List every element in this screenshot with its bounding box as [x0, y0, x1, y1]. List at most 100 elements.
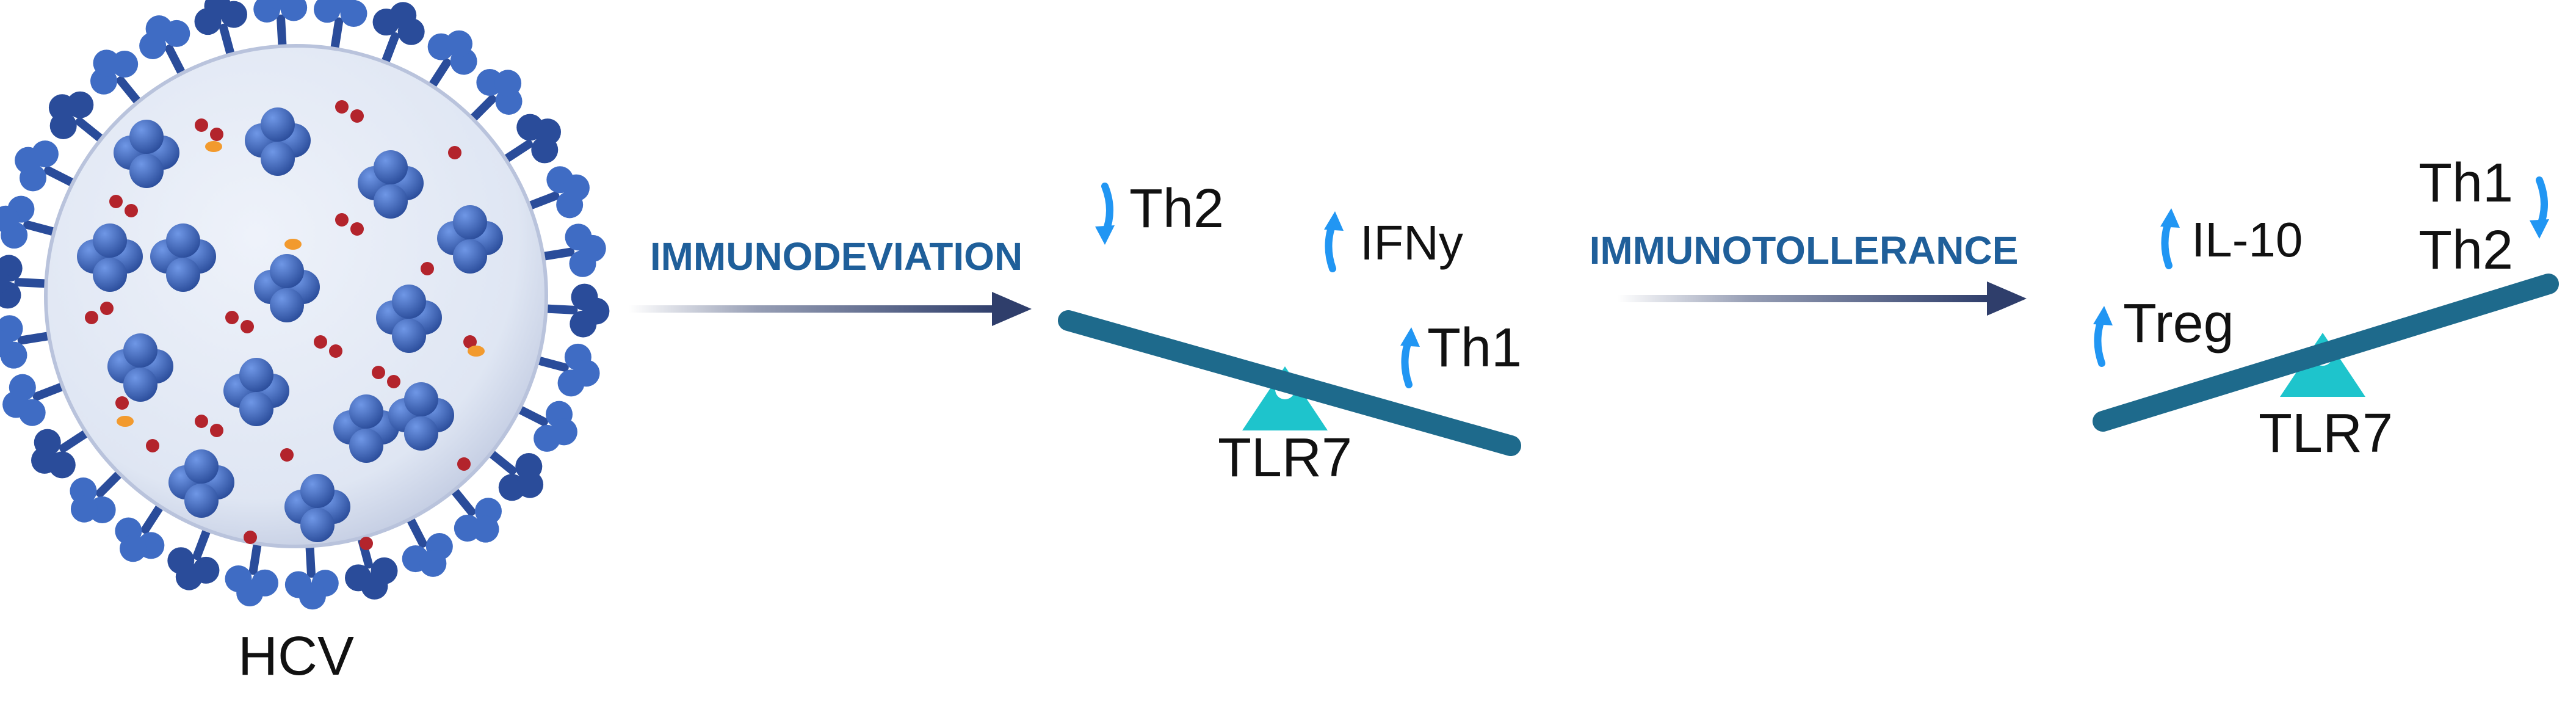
virus-protein: [349, 429, 383, 463]
virus-protein: [93, 258, 127, 292]
seesaw-2-th1-label: Th1: [2419, 153, 2513, 214]
virus-rna-dot: [314, 335, 327, 349]
virus-protein: [261, 142, 295, 176]
virus-protein: [239, 392, 273, 426]
seesaw-1-beam: [1058, 310, 1521, 456]
virus-spike-head: [0, 205, 20, 233]
process-immunotollerance-label: IMMUNOTOLLERANCE: [1590, 228, 2019, 272]
virus-rna-dot: [372, 366, 385, 379]
virus-rna-dot: [109, 195, 123, 208]
virus-spike-head: [2, 391, 30, 418]
virus-protein: [349, 394, 383, 429]
virus-spike-head: [31, 446, 59, 474]
seesaw-2-pivot-label: TLR7: [2259, 403, 2393, 464]
virus-spike-head: [298, 582, 326, 610]
virus-spike-head: [175, 563, 203, 590]
virus-spike-head: [516, 471, 544, 498]
virus-marker-dot: [205, 141, 222, 152]
virus-protein: [270, 254, 304, 288]
virus-rna-dot: [350, 222, 364, 236]
up-arrow-icon: [1324, 211, 1344, 269]
virus-spike-head: [573, 360, 600, 387]
virus-spike-head: [70, 495, 98, 523]
virus-spike-head: [328, 0, 356, 13]
seesaw-2-treg-label: Treg: [2123, 293, 2234, 354]
virus-rna-dot: [360, 537, 373, 550]
virus-spike-head: [562, 174, 590, 201]
virus-protein: [453, 239, 487, 274]
virus-rna-dot: [210, 424, 223, 437]
virus-spike-head: [48, 94, 76, 122]
seesaw-1-ifny-label: IFNy: [1360, 216, 1463, 270]
seesaw-2-th2-label: Th2: [2419, 220, 2513, 281]
virus-rna-dot: [125, 204, 138, 217]
seesaw-1-th2-label: Th2: [1129, 178, 1224, 239]
down-arrow-icon: [1095, 186, 1115, 245]
virus-rna-dot: [210, 128, 223, 141]
virus-protein: [93, 223, 127, 258]
up-arrow-icon: [1400, 327, 1420, 385]
virus-rna-dot: [387, 375, 400, 388]
virus-spike-head: [145, 15, 173, 43]
virus-protein: [166, 223, 200, 258]
up-arrow-icon: [2093, 306, 2113, 363]
process-2-arrow: [1618, 281, 2027, 316]
virus-protein: [374, 184, 408, 219]
virus-marker-dot: [468, 346, 485, 357]
virus-protein: [129, 154, 164, 188]
virus-protein: [404, 382, 438, 416]
virus-rna-dot: [195, 118, 208, 132]
virus-spike-head: [419, 550, 447, 577]
virus-spike-head: [472, 515, 499, 543]
virus-rna-dot: [457, 457, 471, 471]
virus-spike-head: [389, 2, 417, 29]
virus-protein: [374, 150, 408, 184]
virus-rna-dot: [350, 109, 364, 123]
virus-spike-head: [579, 234, 606, 262]
virus-protein: [166, 258, 200, 292]
virus-spike-head: [494, 70, 522, 97]
virus-rna-dot: [115, 396, 129, 410]
virus-protein: [261, 107, 295, 142]
virus-spike-head: [15, 147, 42, 174]
process-1-arrow: [629, 292, 1032, 326]
virus-rna-dot: [335, 213, 349, 227]
virus-spike-head: [120, 535, 147, 562]
virus-spike-head: [0, 268, 10, 294]
virus-protein: [270, 288, 304, 322]
seesaw-1-th1-label: Th1: [1427, 318, 1522, 379]
virus-spike-head: [534, 118, 561, 146]
virus-protein: [129, 120, 164, 154]
virus-rna-dot: [195, 415, 208, 428]
virus-rna-dot: [448, 146, 461, 159]
up-arrow-icon: [2160, 208, 2180, 266]
seesaw-1: TLR7: [1058, 310, 1521, 488]
virus-spike-head: [93, 49, 120, 77]
seesaw-1-pivot-label: TLR7: [1218, 427, 1352, 488]
virus-protein: [184, 484, 219, 518]
virus-icon: [0, 0, 610, 610]
virus-rna-dot: [463, 335, 477, 349]
virus-marker-dot: [284, 239, 302, 250]
virus-spike-head: [267, 0, 293, 10]
virus-rna-dot: [241, 320, 254, 333]
virus-rna-dot: [335, 100, 349, 114]
process-immunodeviation-label: IMMUNODEVIATION: [650, 234, 1022, 278]
virus-protein: [239, 358, 273, 392]
virus-rna-dot: [85, 311, 98, 324]
down-arrow-icon: [2530, 180, 2549, 239]
virus-rna-dot: [329, 344, 342, 358]
virus-protein: [392, 319, 426, 353]
virus-rna-dot: [225, 311, 239, 324]
virus-spike-head: [0, 330, 13, 358]
virus-protein: [392, 285, 426, 319]
virus-protein: [123, 368, 157, 402]
virus-spike-head: [361, 572, 388, 600]
virus-spike-head: [204, 0, 231, 20]
virus-protein: [300, 474, 335, 508]
seesaw-2-il10-label: IL-10: [2191, 212, 2303, 267]
virus-spike-head: [582, 297, 610, 325]
virus-protein: [123, 333, 157, 368]
